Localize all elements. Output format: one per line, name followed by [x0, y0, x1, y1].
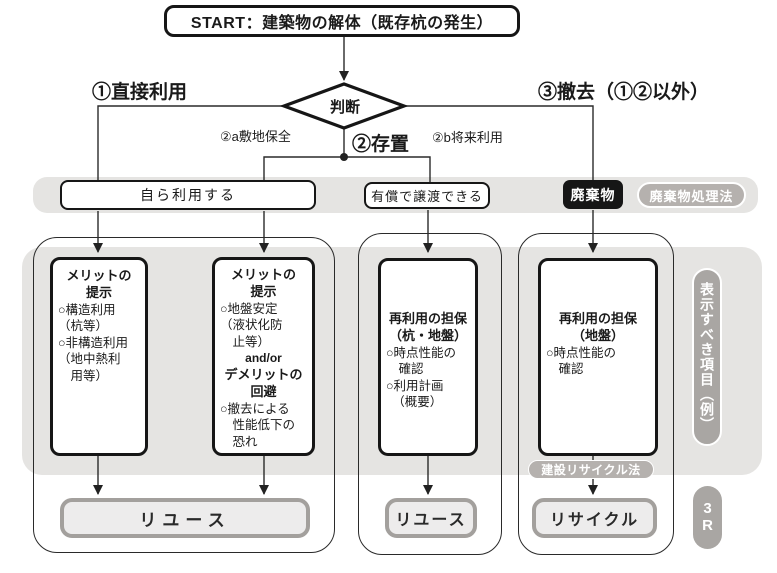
detail-box-col1: メリットの 提示 ○構造利用 （杭等） ○非構造利用 （地中熱利 用等） [50, 257, 148, 456]
detail-box-col2-heading2: デメリットの 回避 [224, 367, 303, 399]
decision-label: 判断 [329, 99, 360, 116]
detail-box-col2: メリットの 提示 ○地盤安定 （液状化防 止等） and/or デメリットの 回… [212, 257, 315, 456]
group-container-waste [518, 233, 674, 555]
branch-label-removal: ③撤去（①②以外） [538, 82, 710, 103]
detail-box-col3-heading: 再利用の担保 （杭・地盤） [388, 311, 467, 343]
detail-box-col1-body: ○構造利用 （杭等） ○非構造利用 （地中熱利 用等） [58, 302, 129, 383]
junction-dot [340, 153, 348, 161]
branch-label-direct-use: ①直接利用 [92, 82, 188, 103]
outcome-reuse-mid: リユース [385, 498, 477, 538]
group-container-paid-transfer [358, 233, 502, 555]
pill-waste-disposal-law: 廃棄物処理法 [637, 182, 746, 208]
detail-box-col4-body: ○時点性能の 確認 [546, 345, 617, 377]
node-paid-transfer: 有償で譲渡できる [364, 182, 490, 209]
node-waste: 廃棄物 [563, 180, 623, 209]
pill-display-items: 表示すべき項目（例） [692, 268, 722, 446]
pill-construction-recycle-law: 建設リサイクル法 [528, 460, 654, 479]
detail-box-col2-body2: ○撤去による 性能低下の 恐れ [220, 401, 296, 449]
detail-box-col4: 再利用の担保 （地盤） ○時点性能の 確認 [538, 258, 658, 456]
detail-box-col1-heading: メリットの 提示 [66, 268, 132, 300]
line-branch-direct-use [97, 105, 284, 180]
detail-box-col3: 再利用の担保 （杭・地盤） ○時点性能の 確認 ○利用計画 （概要） [378, 258, 478, 456]
branch-label-retain: ②存置 [352, 134, 410, 155]
node-self-use: 自ら利用する [60, 180, 316, 210]
outcome-recycle: リサイクル [532, 498, 657, 538]
group-container-direct-use [33, 237, 335, 553]
start-node: START：建築物の解体（既存杭の発生） [164, 5, 520, 37]
decision-diamond [279, 82, 409, 130]
line-branch-removal [404, 105, 594, 180]
pill-3r: 3 R [693, 486, 722, 549]
detail-box-col4-heading: 再利用の担保 （地盤） [558, 311, 637, 343]
detail-box-col2-body: ○地盤安定 （液状化防 止等） [220, 301, 283, 349]
branch-label-retain-future: ②b将来利用 [432, 130, 503, 145]
branch-label-retain-site: ②a敷地保全 [220, 129, 291, 144]
detail-box-col2-andor: and/or [245, 351, 282, 366]
detail-box-col2-heading: メリットの 提示 [230, 267, 296, 299]
detail-box-col3-body: ○時点性能の 確認 ○利用計画 （概要） [386, 345, 457, 410]
outcome-reuse-left: リユース [60, 498, 310, 538]
